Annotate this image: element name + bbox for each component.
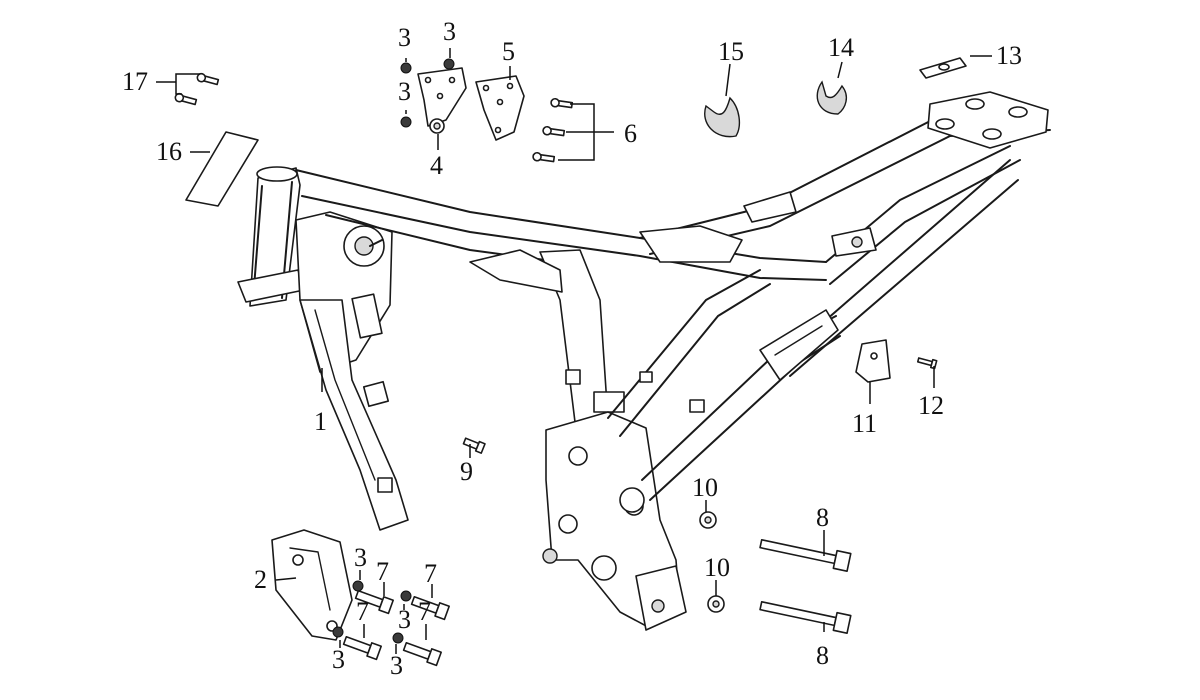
leader-lines xyxy=(156,48,992,654)
callout-16: 16 xyxy=(156,137,182,166)
part-2-bracket xyxy=(271,529,353,641)
callout-3: 3 xyxy=(443,17,456,46)
main-frame xyxy=(237,91,1051,631)
callout-8: 8 xyxy=(816,503,829,532)
callout-15: 15 xyxy=(718,37,744,66)
callout-3: 3 xyxy=(398,605,411,634)
callout-11: 11 xyxy=(852,409,877,438)
callout-2: 2 xyxy=(254,565,267,594)
callout-5: 5 xyxy=(502,37,515,66)
callout-6: 6 xyxy=(624,119,637,148)
callout-7: 7 xyxy=(356,597,369,626)
callout-7: 7 xyxy=(418,597,431,626)
callout-9: 9 xyxy=(460,457,473,486)
callout-14: 14 xyxy=(828,33,854,62)
callout-3: 3 xyxy=(390,651,403,680)
callout-3: 3 xyxy=(398,23,411,52)
small-parts xyxy=(185,57,967,383)
callout-1: 1 xyxy=(314,407,327,436)
callout-3: 3 xyxy=(398,77,411,106)
callout-3: 3 xyxy=(332,645,345,674)
callout-17: 17 xyxy=(122,67,148,96)
callout-8: 8 xyxy=(816,641,829,670)
callout-10: 10 xyxy=(704,553,730,582)
fasteners xyxy=(174,58,938,667)
callout-13: 13 xyxy=(996,41,1022,70)
callout-12: 12 xyxy=(918,391,944,420)
callout-4: 4 xyxy=(430,151,443,180)
callout-7: 7 xyxy=(424,559,437,588)
callout-3: 3 xyxy=(354,543,367,572)
callout-7: 7 xyxy=(376,557,389,586)
callout-numbers: 1 2 3 3 3 3 3 3 3 4 5 6 7 7 7 7 8 8 9 10… xyxy=(122,17,1022,680)
callout-10: 10 xyxy=(692,473,718,502)
